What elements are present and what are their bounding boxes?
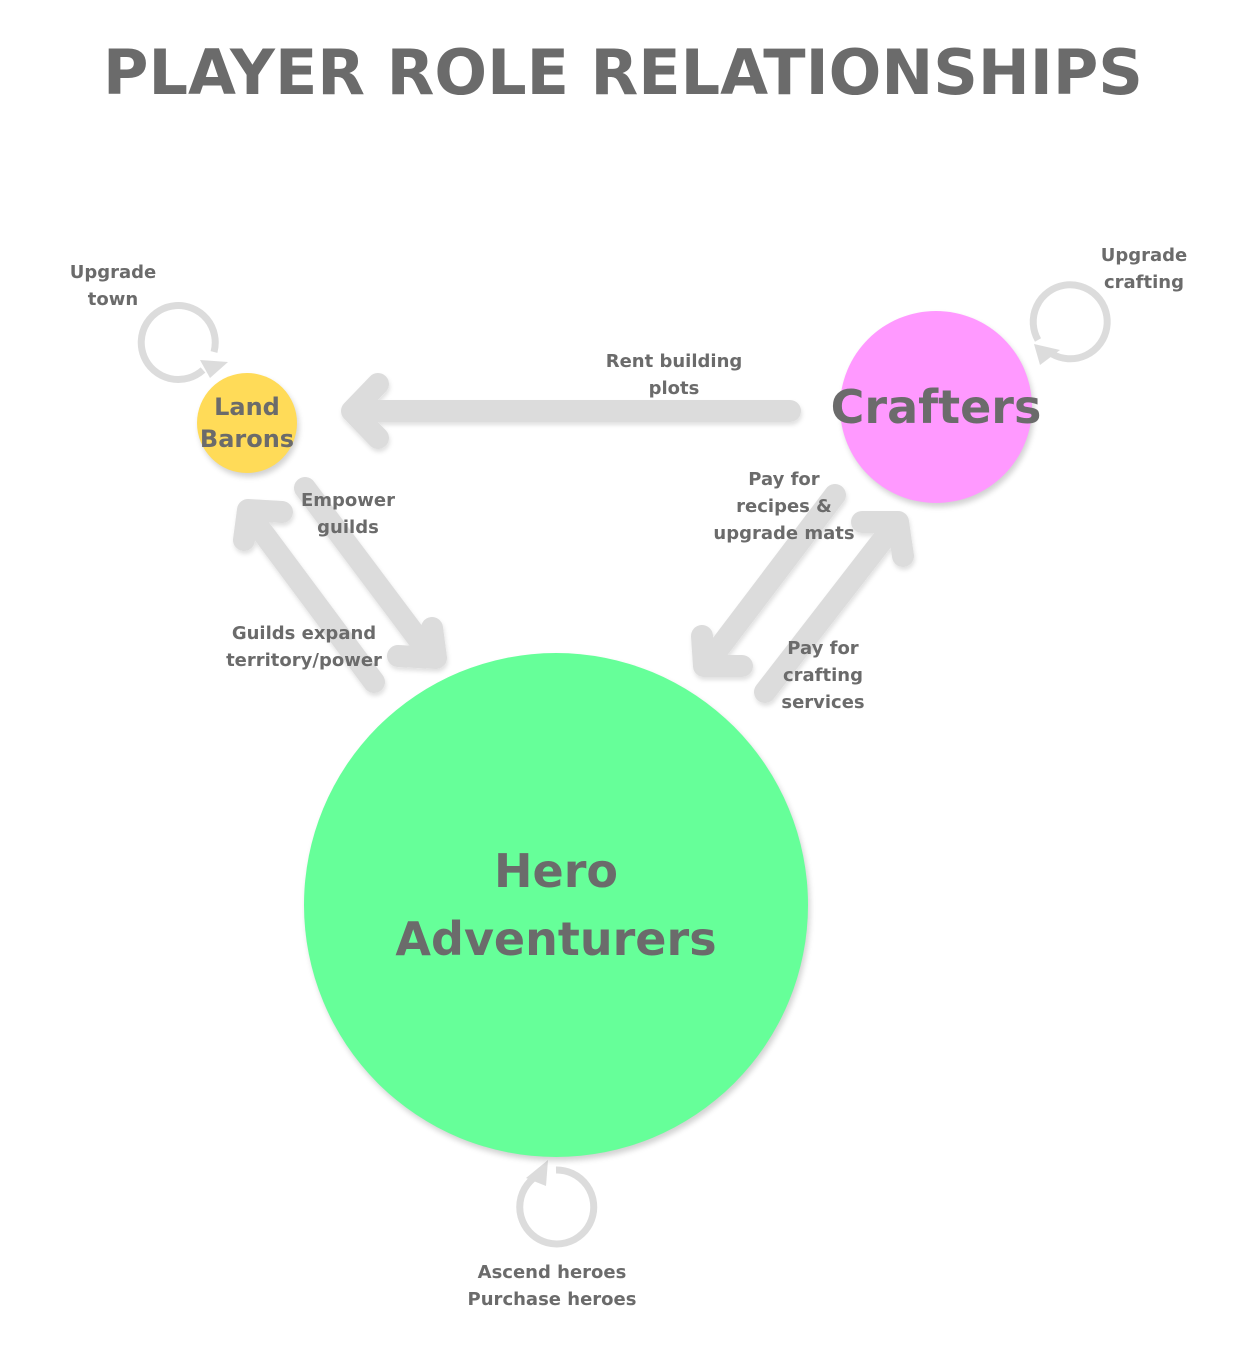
arrow-guilds-expand: [233, 499, 385, 693]
heroes-line1: Ascend heroes: [477, 1262, 627, 1283]
empower-line2: guilds: [317, 517, 379, 538]
crafters-label: Crafters: [830, 380, 1042, 434]
recipes-line3: upgrade mats: [713, 523, 855, 544]
arrow-pay-services: [754, 511, 914, 703]
recipes-line1: Pay for: [748, 469, 820, 490]
services-line1: Pay for: [787, 638, 859, 659]
label-upgrade-crafting: Upgrade crafting: [1101, 242, 1188, 296]
label-rent-plots: Rent building plots: [606, 348, 743, 402]
crafting-line1: Upgrade: [1100, 245, 1188, 266]
arrow-pay-recipes: [691, 484, 846, 677]
expand-line2: territory/power: [226, 650, 382, 671]
town-line2: town: [87, 289, 139, 310]
services-line3: services: [781, 692, 865, 713]
loop-upgrade-crafting-icon: [1029, 281, 1111, 365]
services-line2: crafting: [782, 665, 863, 686]
loop-upgrade-town-icon: [137, 302, 228, 383]
rent-line1: Rent building: [605, 351, 743, 372]
page-title: PLAYER ROLE RELATIONSHIPS: [103, 36, 1143, 109]
label-upgrade-town: Upgrade town: [70, 259, 157, 313]
recipes-line2: recipes &: [736, 496, 832, 517]
crafting-line2: crafting: [1103, 272, 1184, 293]
land-barons-line2: Barons: [199, 425, 295, 453]
town-line1: Upgrade: [69, 262, 157, 283]
expand-line1: Guilds expand: [231, 623, 377, 644]
loop-heroes-icon: [516, 1160, 598, 1248]
arrow-empower-guilds: [294, 477, 447, 669]
land-barons-line1: Land: [214, 393, 280, 421]
node-crafters: Crafters: [831, 311, 1041, 503]
hero-line2: Adventurers: [395, 912, 717, 966]
label-empower-guilds: Empower guilds: [301, 487, 395, 541]
hero-line1: Hero: [494, 844, 618, 898]
label-guilds-expand: Guilds expand territory/power: [226, 620, 382, 674]
arrow-rent-plots: [341, 373, 801, 449]
label-pay-recipes: Pay for recipes & upgrade mats: [713, 466, 854, 547]
label-pay-services: Pay for crafting services: [781, 635, 864, 716]
empower-line1: Empower: [300, 490, 396, 511]
rent-line2: plots: [648, 378, 700, 399]
heroes-line2: Purchase heroes: [467, 1289, 637, 1310]
